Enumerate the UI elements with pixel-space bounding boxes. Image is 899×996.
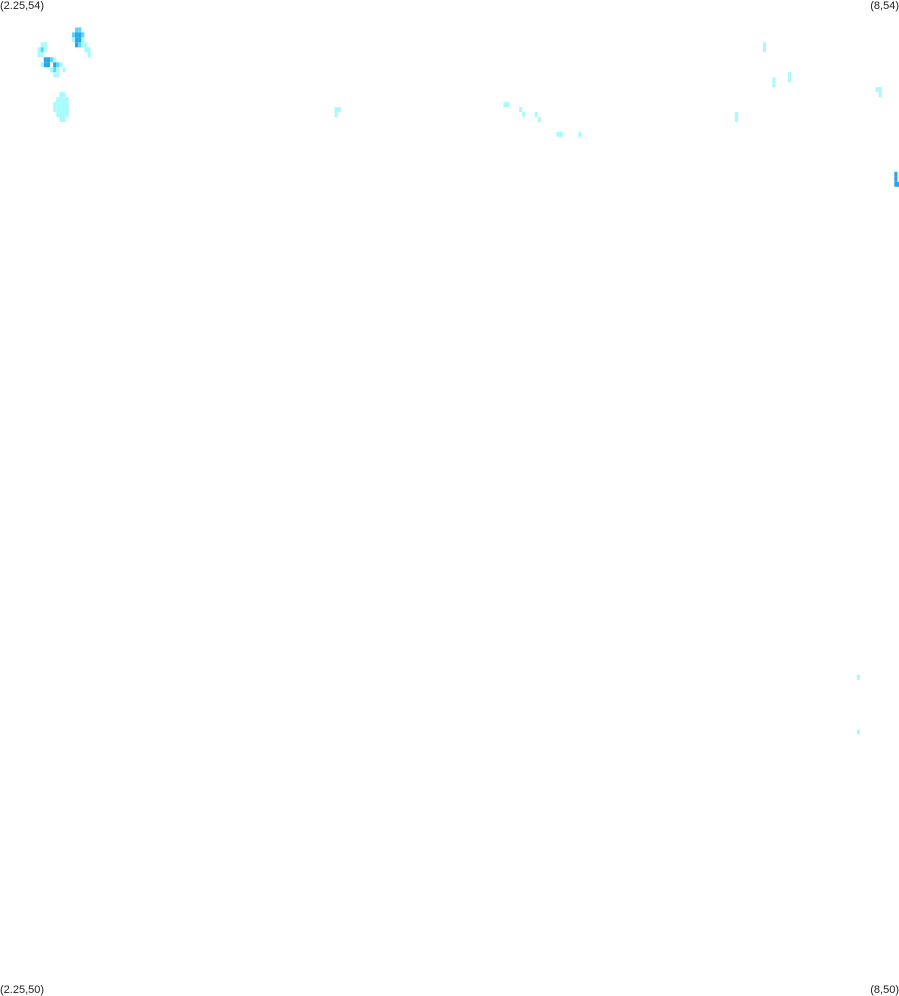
data-cell-low: [50, 67, 54, 73]
data-cell-low: [56, 97, 60, 103]
data-cell-mid: [78, 42, 82, 48]
data-cell-low: [62, 102, 66, 108]
data-cell-low: [81, 37, 85, 43]
data-cell-low: [40, 62, 44, 68]
data-cell-low: [534, 112, 538, 118]
data-cell-low: [503, 102, 507, 108]
corner-label-bottom-right: (8,50): [870, 984, 899, 996]
data-cell-low: [62, 112, 66, 118]
data-cell-low: [40, 42, 44, 48]
data-cell-low: [519, 107, 523, 113]
data-cell-mid: [50, 57, 54, 63]
data-cell-low: [62, 97, 66, 103]
data-cell-low: [65, 97, 69, 103]
data-cell-low: [62, 92, 66, 98]
data-cell-low: [62, 117, 66, 123]
data-cell-high: [75, 42, 79, 48]
data-cell-low: [65, 107, 69, 113]
data-cell-low: [53, 57, 57, 63]
data-cell-low: [787, 72, 792, 78]
data-cell-low: [43, 47, 47, 53]
data-cell-mid: [78, 27, 82, 33]
data-cell-high: [894, 171, 898, 177]
data-cell-low: [59, 97, 63, 103]
data-cell-low: [59, 62, 63, 68]
data-cell-mid: [71, 32, 76, 38]
data-cell-low: [734, 112, 738, 118]
data-cell-low: [734, 117, 738, 123]
corner-label-top-right: (8,54): [870, 0, 899, 12]
data-cell-low: [334, 112, 338, 118]
data-cell-low: [84, 42, 88, 48]
data-cell-low: [53, 102, 57, 108]
data-cell-low: [87, 52, 91, 58]
data-cell-low: [522, 112, 526, 118]
data-cell-low: [56, 107, 60, 113]
data-cell-high: [43, 57, 47, 63]
data-cell-low: [559, 131, 563, 137]
data-cell-low: [59, 102, 63, 108]
data-cell-low: [62, 107, 66, 113]
data-cell-high: [895, 181, 899, 187]
data-cell-low: [337, 107, 341, 113]
data-cell-mid: [75, 27, 79, 33]
data-cell-low: [878, 87, 882, 93]
data-cell-low: [59, 117, 63, 123]
data-cell-low: [59, 107, 63, 113]
data-cell-high: [75, 32, 79, 38]
corner-label-top-left: (2.25,54): [0, 0, 45, 12]
data-cell-mid: [40, 47, 44, 53]
data-cell-low: [875, 87, 879, 93]
data-cell-layer: [37, 27, 899, 735]
data-cell-low: [81, 42, 85, 48]
data-cell-low: [772, 77, 776, 83]
data-cell-low: [762, 42, 767, 48]
data-cell-low: [71, 37, 76, 43]
data-cell-low: [878, 92, 882, 98]
data-cell-low: [53, 107, 57, 113]
data-cell-high: [894, 176, 898, 182]
data-cell-low: [65, 102, 69, 108]
data-cell-mid: [81, 32, 85, 38]
data-cell-mid: [56, 62, 60, 68]
data-cell-low: [53, 72, 57, 78]
data-cell-low: [772, 82, 776, 88]
data-cell-low: [59, 92, 63, 98]
data-cell-low: [56, 67, 60, 73]
data-cell-high: [78, 37, 82, 43]
data-cell-low: [762, 47, 767, 53]
data-cell-low: [40, 52, 44, 58]
data-cell-mid: [53, 67, 57, 73]
data-cell-low: [334, 107, 338, 113]
data-cell-low: [537, 117, 541, 123]
data-cell-high: [75, 37, 79, 43]
data-cell-low: [787, 77, 792, 83]
data-cell-low: [84, 47, 88, 53]
data-cell-low: [856, 674, 860, 680]
data-cell-high: [46, 62, 51, 68]
data-cell-low: [856, 729, 860, 735]
data-cell-low: [56, 72, 60, 78]
data-cell-low: [37, 52, 41, 58]
data-cell-low: [62, 67, 66, 73]
data-cell-low: [506, 102, 510, 108]
data-cell-low: [556, 131, 560, 137]
data-cell-low: [43, 42, 47, 48]
data-cell-low: [37, 47, 41, 53]
data-cell-low: [87, 47, 91, 53]
data-cell-high: [46, 57, 51, 63]
corner-label-bottom-left: (2.25,50): [0, 984, 45, 996]
data-cell-high: [43, 62, 47, 68]
data-cell-low: [65, 112, 69, 118]
data-cell-high: [78, 32, 82, 38]
data-cell-high: [53, 62, 57, 68]
data-cell-low: [56, 112, 60, 118]
data-cell-low: [578, 131, 582, 137]
data-cell-low: [59, 112, 63, 118]
data-cell-low: [56, 102, 60, 108]
